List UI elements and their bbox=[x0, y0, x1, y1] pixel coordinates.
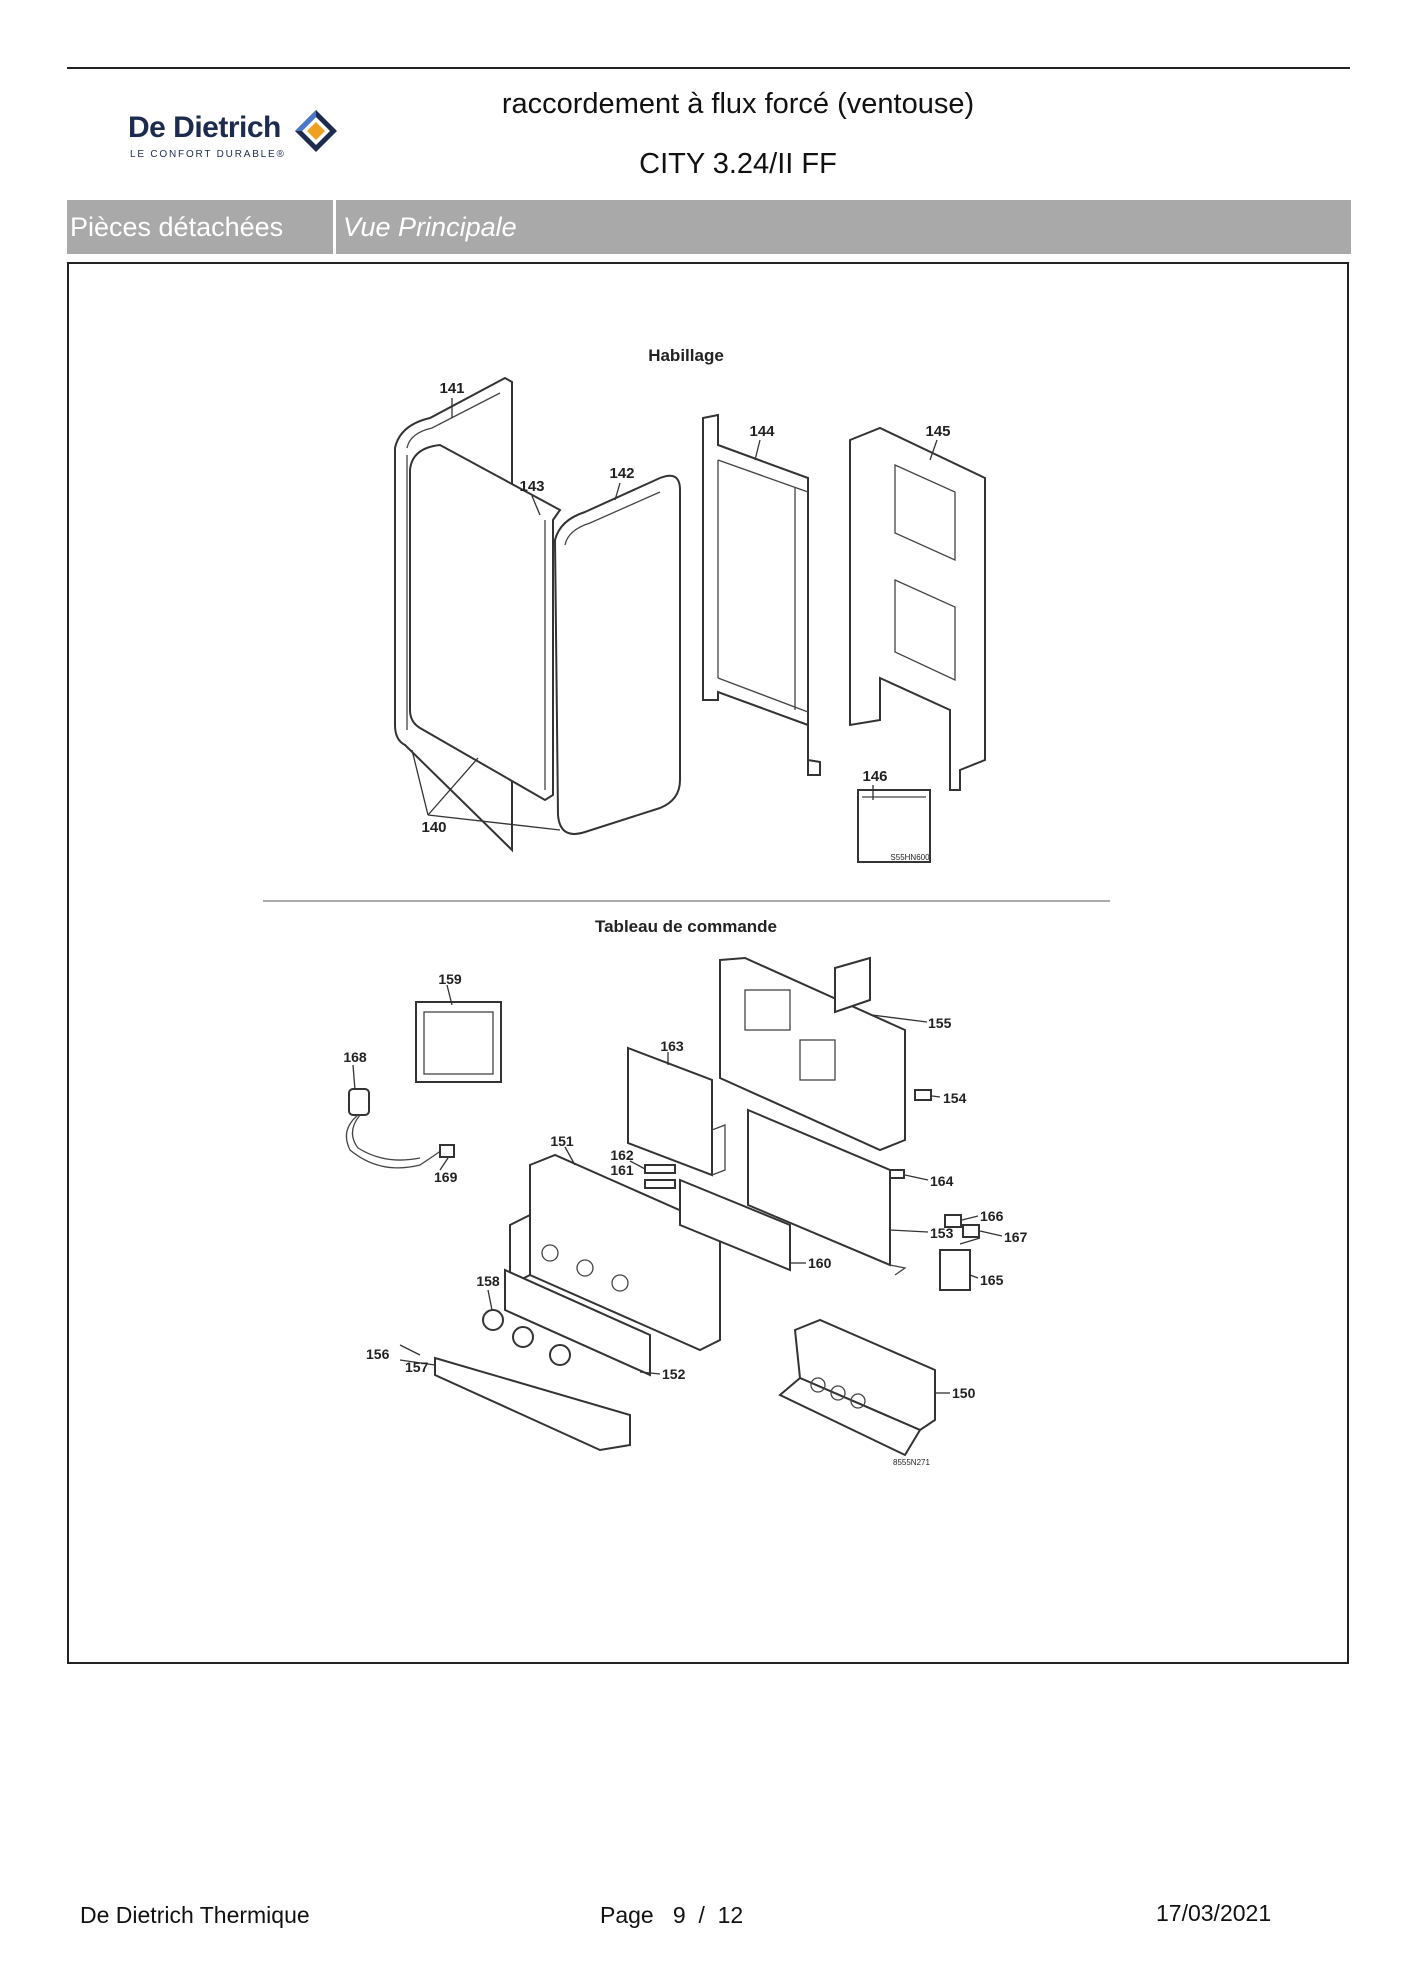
diamond-logo-icon bbox=[295, 110, 337, 152]
product-model: CITY 3.24/II FF bbox=[639, 148, 837, 180]
brand-name: De Dietrich bbox=[128, 111, 281, 144]
section-view: Vue Principale bbox=[343, 212, 517, 242]
section-bar: Pièces détachées Vue Principale bbox=[67, 200, 1351, 254]
diagram-frame bbox=[67, 262, 1349, 1664]
footer-date: 17/03/2021 bbox=[1156, 1900, 1272, 1926]
footer-page-number: Page 9 / 12 bbox=[600, 1902, 744, 1928]
footer-company: De Dietrich Thermique bbox=[80, 1902, 310, 1928]
brand-tagline: LE CONFORT DURABLE® bbox=[130, 149, 286, 160]
top-rule bbox=[67, 67, 1350, 69]
document-title: raccordement à flux forcé (ventouse) bbox=[501, 88, 975, 120]
section-category: Pièces détachées bbox=[67, 200, 336, 254]
brand-logo: De Dietrich LE CONFORT DURABLE® bbox=[125, 105, 355, 165]
